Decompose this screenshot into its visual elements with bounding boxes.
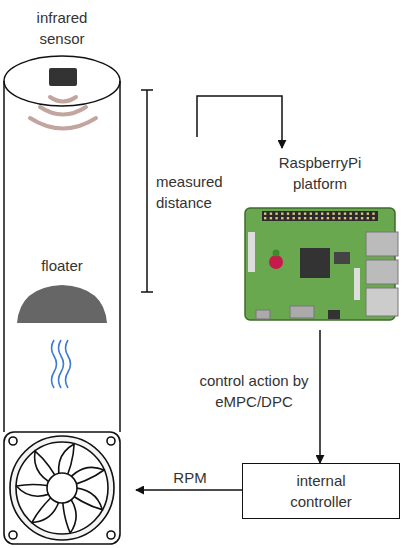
sensor-label: infrared sensor	[17, 7, 107, 49]
ir-waves	[30, 97, 96, 129]
raspberry-pi-board	[245, 208, 398, 320]
connector-arrow	[319, 330, 321, 463]
node-text: RaspberryPi platform	[265, 152, 375, 194]
edge-label: control action by eMPC/DPC	[198, 370, 310, 412]
distance-bracket	[141, 90, 153, 292]
floater-shape	[17, 285, 107, 323]
node-text: infrared sensor	[25, 7, 99, 49]
rpm-label: RPM	[160, 467, 220, 488]
air-flow	[52, 340, 71, 388]
node-text: internal controller	[276, 470, 366, 512]
rpm-wire	[136, 489, 242, 491]
floater-label: floater	[17, 255, 107, 276]
sensor-chip	[49, 68, 77, 86]
measurement-wire	[197, 96, 282, 148]
tube	[4, 56, 120, 432]
fan	[4, 432, 120, 544]
node-text: floater	[22, 255, 102, 276]
controller-box: internal controller	[242, 463, 400, 519]
platform-label: RaspberryPi platform	[243, 152, 397, 320]
distance-label: measured distance	[156, 171, 238, 213]
